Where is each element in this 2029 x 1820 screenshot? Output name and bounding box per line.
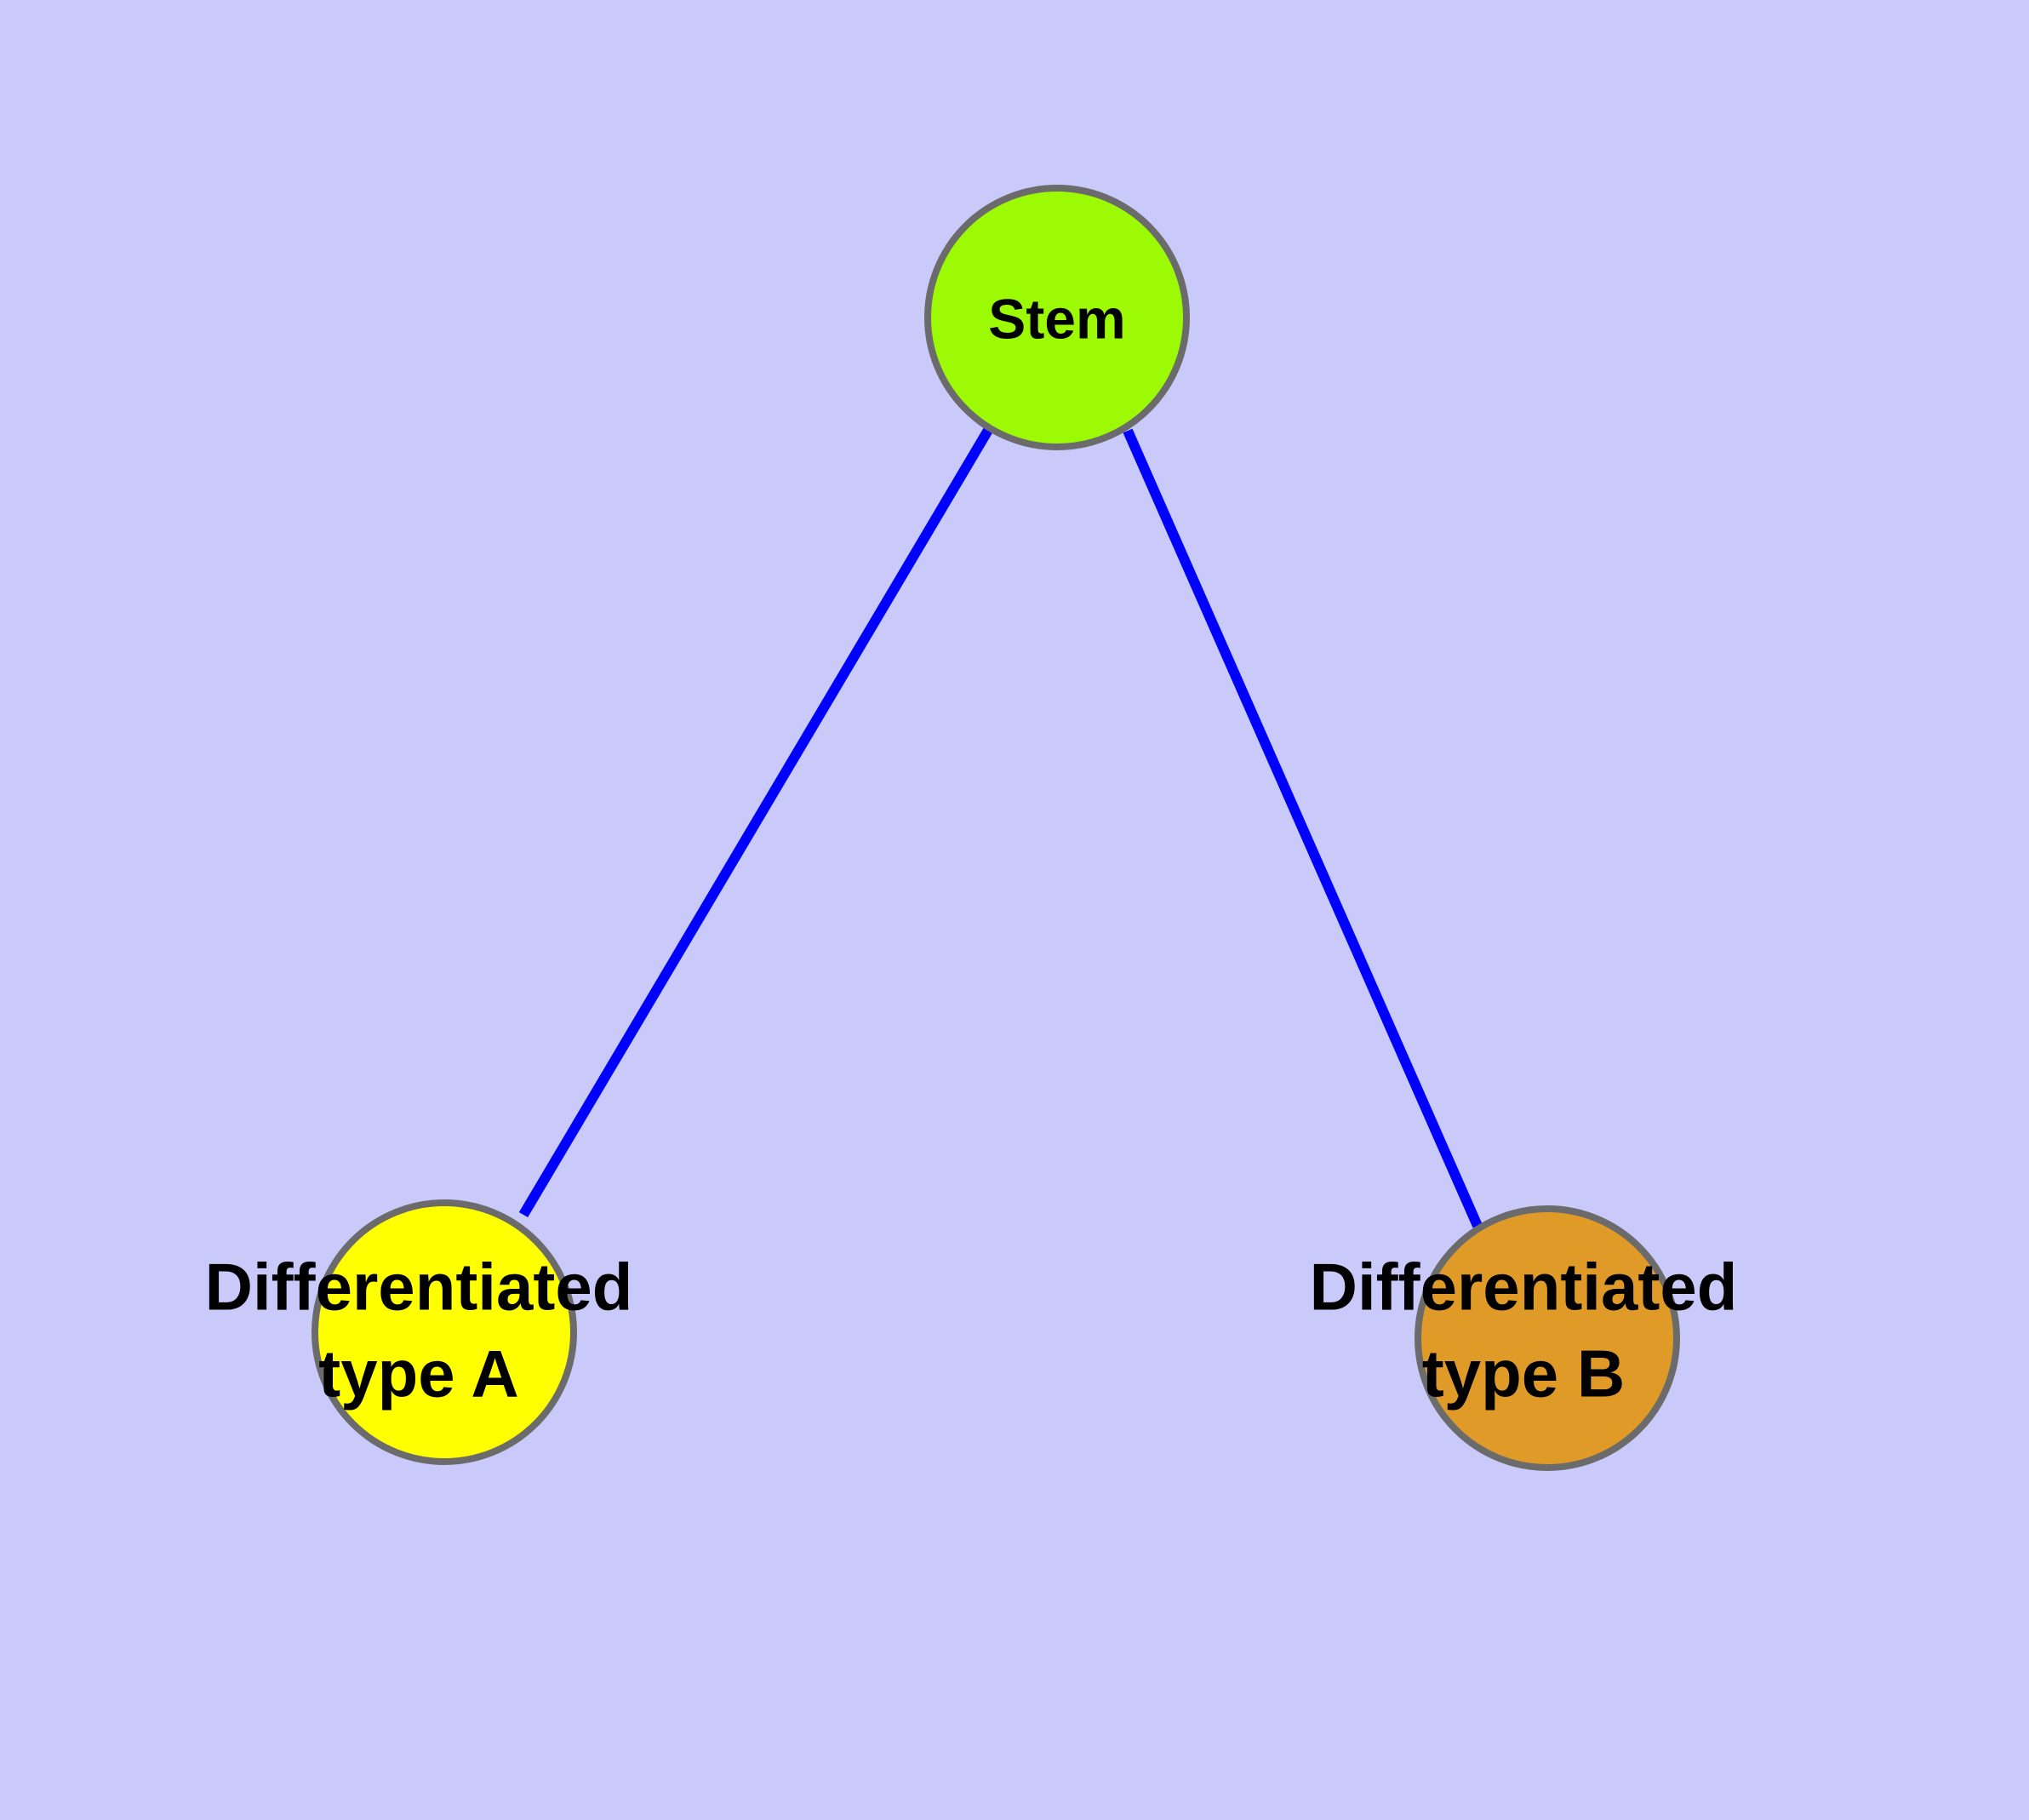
node-diff-b[interactable]: [1415, 1205, 1680, 1471]
edge-stem-to-diff-a[interactable]: [518, 424, 995, 1218]
node-stem-circle[interactable]: [924, 185, 1190, 450]
label-overlay-layer: Differentiated type A Differentiated typ…: [205, 1250, 1738, 1411]
edge-stem-to-diff-b[interactable]: [1123, 428, 1483, 1228]
node-stem[interactable]: Stem: [924, 185, 1190, 450]
node-diff-b-label-line-1: Differentiated: [1310, 1250, 1738, 1325]
node-diff-a-circle[interactable]: [311, 1199, 577, 1465]
node-diff-a-label-line-2: type A: [318, 1336, 519, 1411]
node-diff-a[interactable]: [311, 1199, 577, 1465]
edge-layer: [518, 424, 1483, 1228]
node-diff-a-label-line-1: Differentiated: [205, 1250, 633, 1325]
node-diff-b-label-line-2: type B: [1422, 1336, 1625, 1411]
node-diff-b-circle[interactable]: [1415, 1205, 1680, 1471]
node-stem-label: Stem: [988, 287, 1125, 350]
